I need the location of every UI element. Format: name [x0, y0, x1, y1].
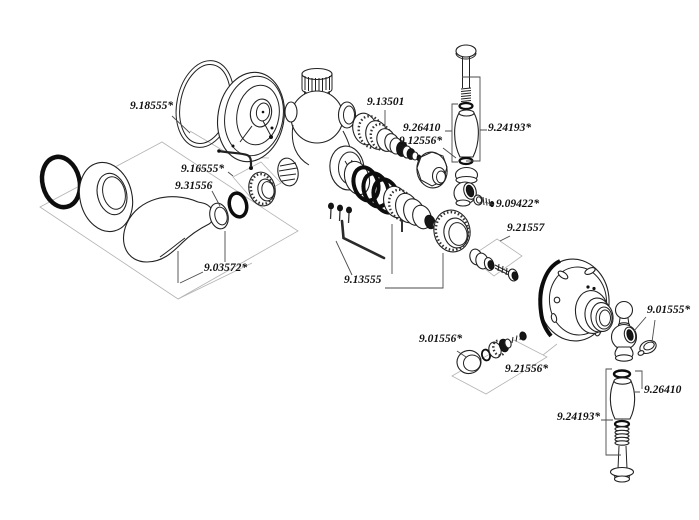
sleeve-nut — [433, 209, 471, 253]
tub-spout — [122, 196, 229, 263]
spout-adapter-nut — [248, 171, 276, 207]
cartridge-seal-tip — [389, 137, 422, 162]
part-label-9-03572: 9.03572* — [204, 262, 248, 274]
body-threaded-boss — [277, 157, 299, 187]
bottom-handle-screw — [609, 426, 635, 483]
part-label-9-13501: 9.13501 — [367, 96, 405, 108]
part-label-9-16555: 9.16555* — [181, 163, 225, 175]
plate-lever-rod — [217, 149, 253, 170]
part-label-9-26410-bottom: 9.26410 — [644, 384, 682, 396]
bottom-handle-oring-upper — [612, 369, 632, 379]
rear-escutcheon — [538, 258, 614, 342]
bottom-handle-oring-lower — [613, 419, 631, 429]
top-handle-screw — [455, 44, 477, 102]
part-label-9-09422: 9.09422* — [496, 198, 540, 210]
part-label-9-21557: 9.21557 — [507, 222, 545, 234]
volume-screw — [511, 331, 527, 344]
small-pin — [400, 219, 404, 232]
set-screws-trio — [327, 202, 352, 224]
bottom-handle — [609, 377, 636, 420]
ball-handle-assembly — [610, 300, 638, 362]
part-label-9-24193-bottom: 9.24193* — [557, 411, 601, 423]
part-label-9-24193-top: 9.24193* — [488, 122, 532, 134]
part-label-9-21556: 9.21556* — [505, 363, 549, 375]
leader-lines — [171, 76, 656, 456]
volume-cartridge — [488, 338, 512, 359]
part-label-9-18555: 9.18555* — [130, 100, 174, 112]
spout-oring-small — [227, 191, 249, 219]
cap-nut — [454, 166, 479, 185]
spout-oring-large — [39, 154, 83, 210]
set-screw-09422 — [473, 194, 495, 207]
part-label-9-01556: 9.01556* — [419, 333, 463, 345]
ball-joint — [453, 181, 477, 207]
part-label-9-13555: 9.13555 — [344, 274, 382, 286]
part-label-9-26410-top: 9.26410 — [403, 122, 441, 134]
allen-wrench — [340, 219, 386, 260]
part-label-9-12556: 9.12556* — [399, 135, 443, 147]
top-handle — [454, 109, 479, 158]
knob-screw — [637, 339, 657, 356]
temperature-stop-knob — [416, 151, 448, 189]
top-handle-oring-upper — [458, 101, 474, 111]
part-label-9-01555: 9.01555* — [647, 304, 691, 316]
plate-screw-dot — [270, 126, 274, 130]
spout-collar-ring — [209, 202, 229, 230]
diverter-assembly — [469, 248, 519, 282]
wall-flange — [78, 161, 134, 233]
volume-cap — [456, 349, 482, 375]
part-label-9-31556: 9.31556 — [175, 180, 213, 192]
